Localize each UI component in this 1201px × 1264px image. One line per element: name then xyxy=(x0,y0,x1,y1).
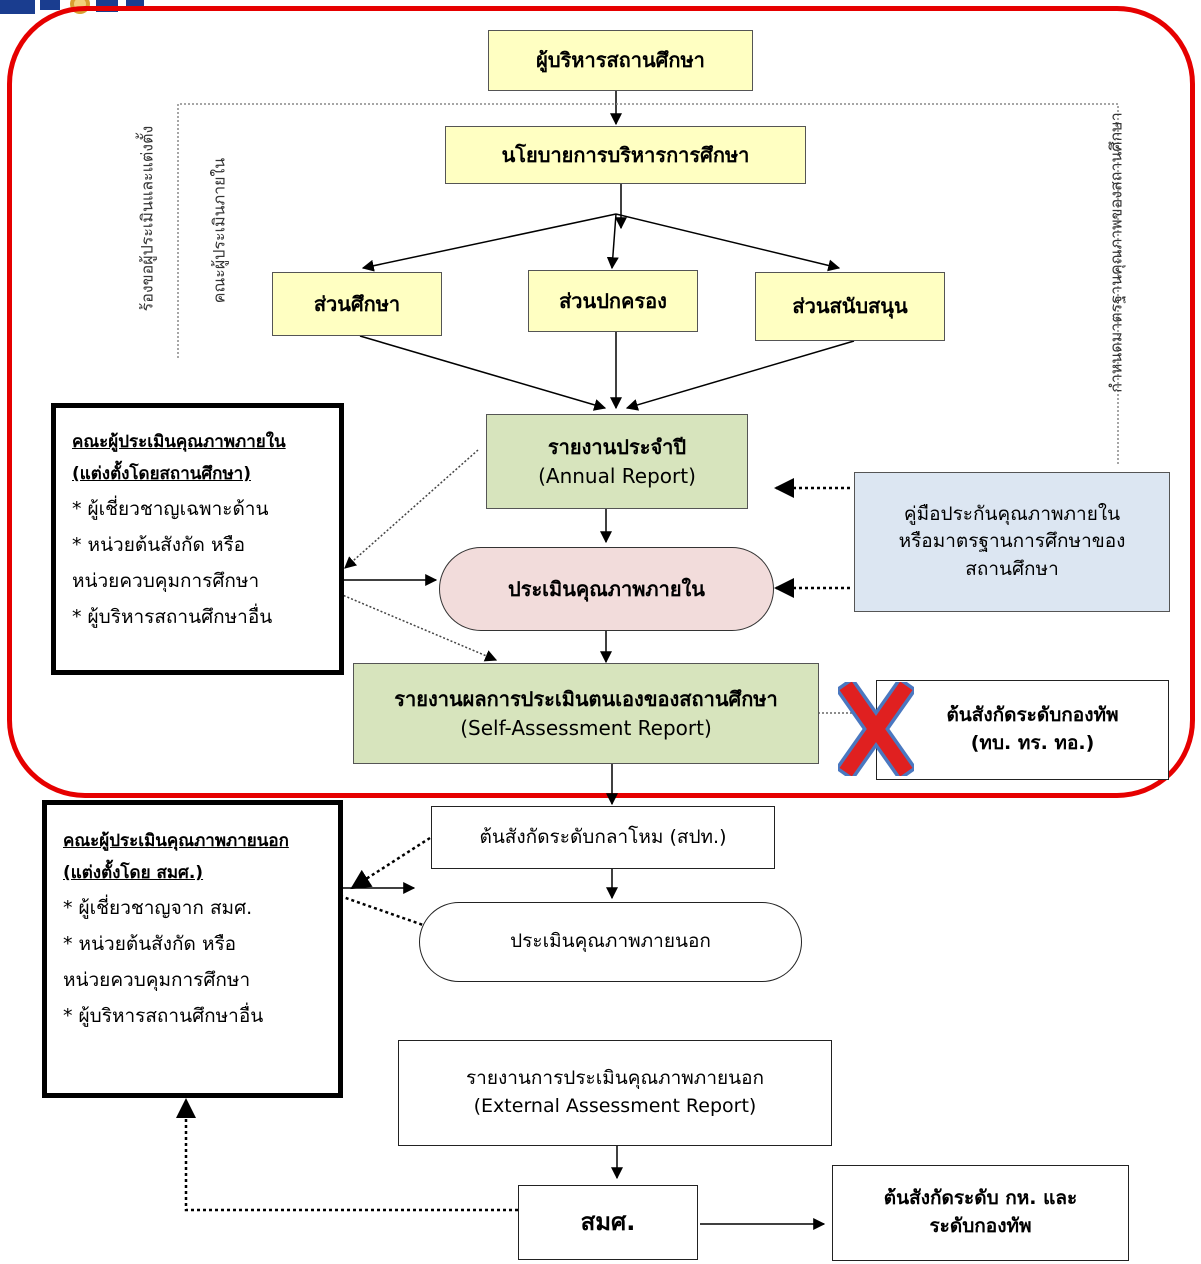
support-label: ส่วนสนับสนุน xyxy=(792,294,908,318)
self-assessment-report-th: รายงานผลการประเมินตนเองของสถานศึกษา xyxy=(394,686,778,711)
army-level-line-1: ต้นสังกัดระดับกองทัพ xyxy=(946,704,1119,727)
external-committee-item: * ผู้เชี่ยวชาญจาก สมศ. xyxy=(63,896,253,919)
army-level-box: ต้นสังกัดระดับกองทัพ (ทบ. ทร. ทอ.) xyxy=(876,680,1169,780)
external-committee-item: * หน่วยต้นสังกัด หรือ xyxy=(63,932,237,955)
internal-process-frame xyxy=(7,6,1195,798)
external-committee-heading-2: (แต่งตั้งโดย สมศ.) xyxy=(63,863,204,884)
administration-box: ส่วนปกครอง xyxy=(528,270,698,332)
mod-level-box: ต้นสังกัดระดับ กห. และ ระดับกองทัพ xyxy=(832,1165,1129,1261)
internal-evaluation-label: ประเมินคุณภาพภายใน xyxy=(508,576,705,601)
qa-manual-box: คู่มือประกันคุณภาพภายใน หรือมาตรฐานการศึ… xyxy=(854,472,1170,612)
internal-committee-item: * ผู้บริหารสถานศึกษาอื่น xyxy=(72,605,273,628)
external-committee-box: คณะผู้ประเมินคุณภาพภายนอก (แต่งตั้งโดย ส… xyxy=(42,800,343,1098)
policy-label: นโยบายการบริหารการศึกษา xyxy=(501,142,750,167)
internal-committee-item: * หน่วยต้นสังกัด หรือ xyxy=(72,533,246,556)
external-evaluation-label: ประเมินคุณภาพภายนอก xyxy=(510,930,711,953)
executive-label: ผู้บริหารสถานศึกษา xyxy=(536,48,705,72)
onesqa-label: สมศ. xyxy=(580,1208,636,1237)
internal-committee-label: คณะผู้ประเมินภายใน xyxy=(209,157,229,304)
support-box: ส่วนสนับสนุน xyxy=(755,272,945,341)
onesqa-box: สมศ. xyxy=(518,1185,698,1260)
mod-level-line-2: ระดับกองทัพ xyxy=(929,1215,1032,1237)
internal-committee-item: * ผู้เชี่ยวชาญเฉพาะด้าน xyxy=(72,497,269,520)
self-assessment-report-en: (Self-Assessment Report) xyxy=(460,715,712,740)
internal-committee-item: หน่วยควบคุมการศึกษา xyxy=(72,569,260,592)
qa-manual-line-1: คู่มือประกันคุณภาพภายใน xyxy=(903,502,1121,525)
qa-manual-line-2: หรือมาตรฐานการศึกษาของ xyxy=(898,530,1126,553)
set-standards-label: กำหนดมาตรฐานคุณภาพของสถานศึกษา xyxy=(1106,112,1126,393)
administration-label: ส่วนปกครอง xyxy=(559,288,667,313)
external-report-en: (External Assessment Report) xyxy=(473,1095,757,1117)
cross-icon xyxy=(838,682,914,776)
external-committee-heading-1: คณะผู้ประเมินคุณภาพภายนอก xyxy=(63,831,289,851)
internal-committee-heading-2: (แต่งตั้งโดยสถานศึกษา) xyxy=(72,464,251,485)
self-assessment-report-box: รายงานผลการประเมินตนเองของสถานศึกษา (Sel… xyxy=(353,663,819,764)
qa-manual-line-3: สถานศึกษา xyxy=(965,557,1059,580)
external-committee-item: หน่วยควบคุมการศึกษา xyxy=(63,968,251,991)
request-appoint-label: ร้องขอผู้ประเมินและแต่งตั้ง xyxy=(137,125,157,312)
academic-label: ส่วนศึกษา xyxy=(313,291,401,316)
internal-committee-heading-1: คณะผู้ประเมินคุณภาพภายใน xyxy=(72,432,286,452)
annual-report-en: (Annual Report) xyxy=(538,463,696,488)
external-report-box: รายงานการประเมินคุณภาพภายนอก (External A… xyxy=(398,1040,832,1146)
academic-box: ส่วนศึกษา xyxy=(272,272,442,336)
policy-box: นโยบายการบริหารการศึกษา xyxy=(445,126,806,184)
executive-box: ผู้บริหารสถานศึกษา xyxy=(488,30,753,91)
external-committee-item: * ผู้บริหารสถานศึกษาอื่น xyxy=(63,1004,264,1027)
annual-report-th: รายงานประจำปี xyxy=(547,434,687,459)
defense-level-label: ต้นสังกัดระดับกลาโหม (สปท.) xyxy=(479,825,727,848)
annual-report-box: รายงานประจำปี (Annual Report) xyxy=(486,414,748,509)
external-report-th: รายงานการประเมินคุณภาพภายนอก xyxy=(465,1067,765,1090)
external-evaluation-box: ประเมินคุณภาพภายนอก xyxy=(419,902,802,982)
internal-committee-box: คณะผู้ประเมินคุณภาพภายใน (แต่งตั้งโดยสถา… xyxy=(51,403,344,675)
army-level-line-2: (ทบ. ทร. ทอ.) xyxy=(970,732,1095,754)
defense-level-box: ต้นสังกัดระดับกลาโหม (สปท.) xyxy=(431,806,775,869)
mod-level-line-1: ต้นสังกัดระดับ กห. และ xyxy=(883,1187,1078,1210)
internal-evaluation-box: ประเมินคุณภาพภายใน xyxy=(439,547,774,631)
